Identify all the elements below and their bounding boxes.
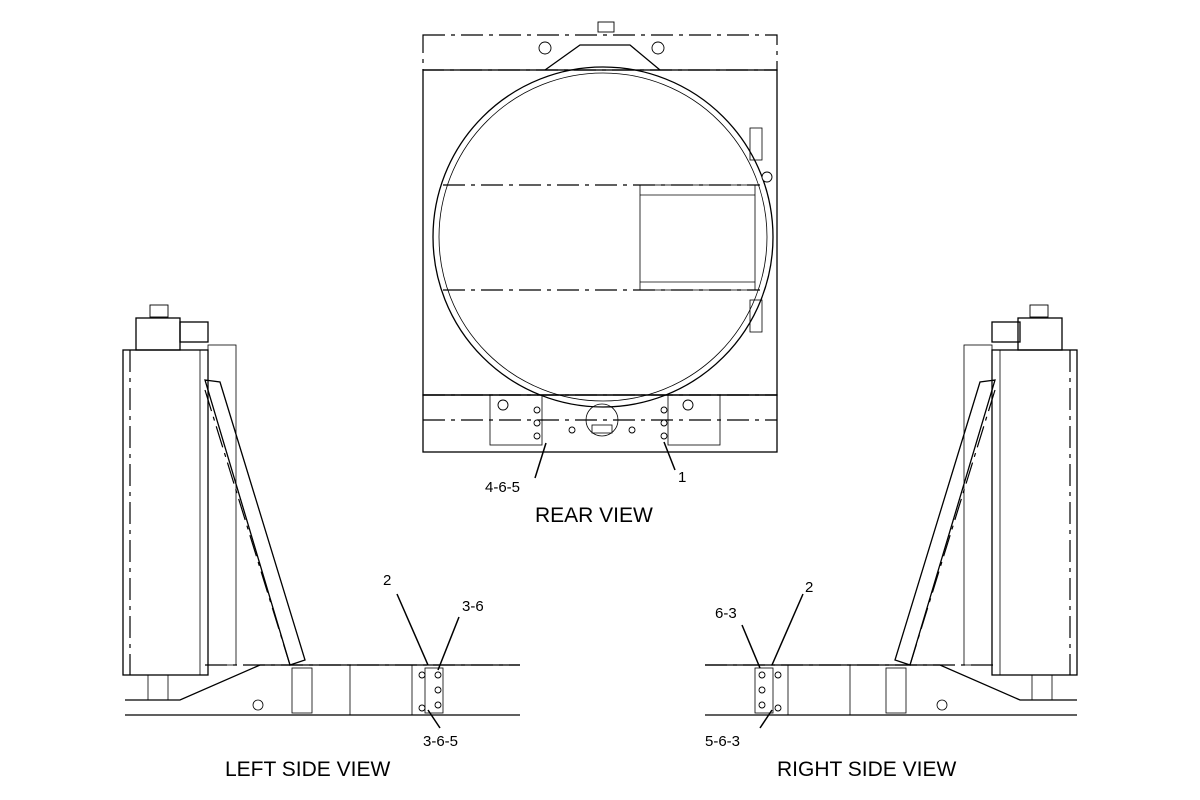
callout-2: 2 xyxy=(383,572,391,589)
left-side-view-title: LEFT SIDE VIEW xyxy=(225,758,390,781)
right-side-view-drawing xyxy=(705,304,1078,716)
left-side-view-drawing xyxy=(122,304,520,716)
callout-3-6-5: 3-6-5 xyxy=(423,733,458,750)
leader-line xyxy=(771,593,804,666)
leader-line xyxy=(396,593,429,666)
callout-2-right: 2 xyxy=(805,579,813,596)
rear-view-drawing xyxy=(422,21,778,453)
leader-line xyxy=(741,624,761,669)
callout-5-6-3: 5-6-3 xyxy=(705,733,740,750)
leader-line xyxy=(663,441,676,471)
rear-view-title: REAR VIEW xyxy=(535,504,653,527)
right-side-view-title: RIGHT SIDE VIEW xyxy=(777,758,956,781)
leader-line xyxy=(427,709,441,729)
leader-line xyxy=(534,442,547,479)
leader-line xyxy=(759,709,773,729)
callout-6-3: 6-3 xyxy=(715,605,737,622)
callout-3-6: 3-6 xyxy=(462,598,484,615)
leader-line xyxy=(437,616,460,671)
callout-1: 1 xyxy=(678,469,686,486)
callout-4-6-5: 4-6-5 xyxy=(485,479,520,496)
